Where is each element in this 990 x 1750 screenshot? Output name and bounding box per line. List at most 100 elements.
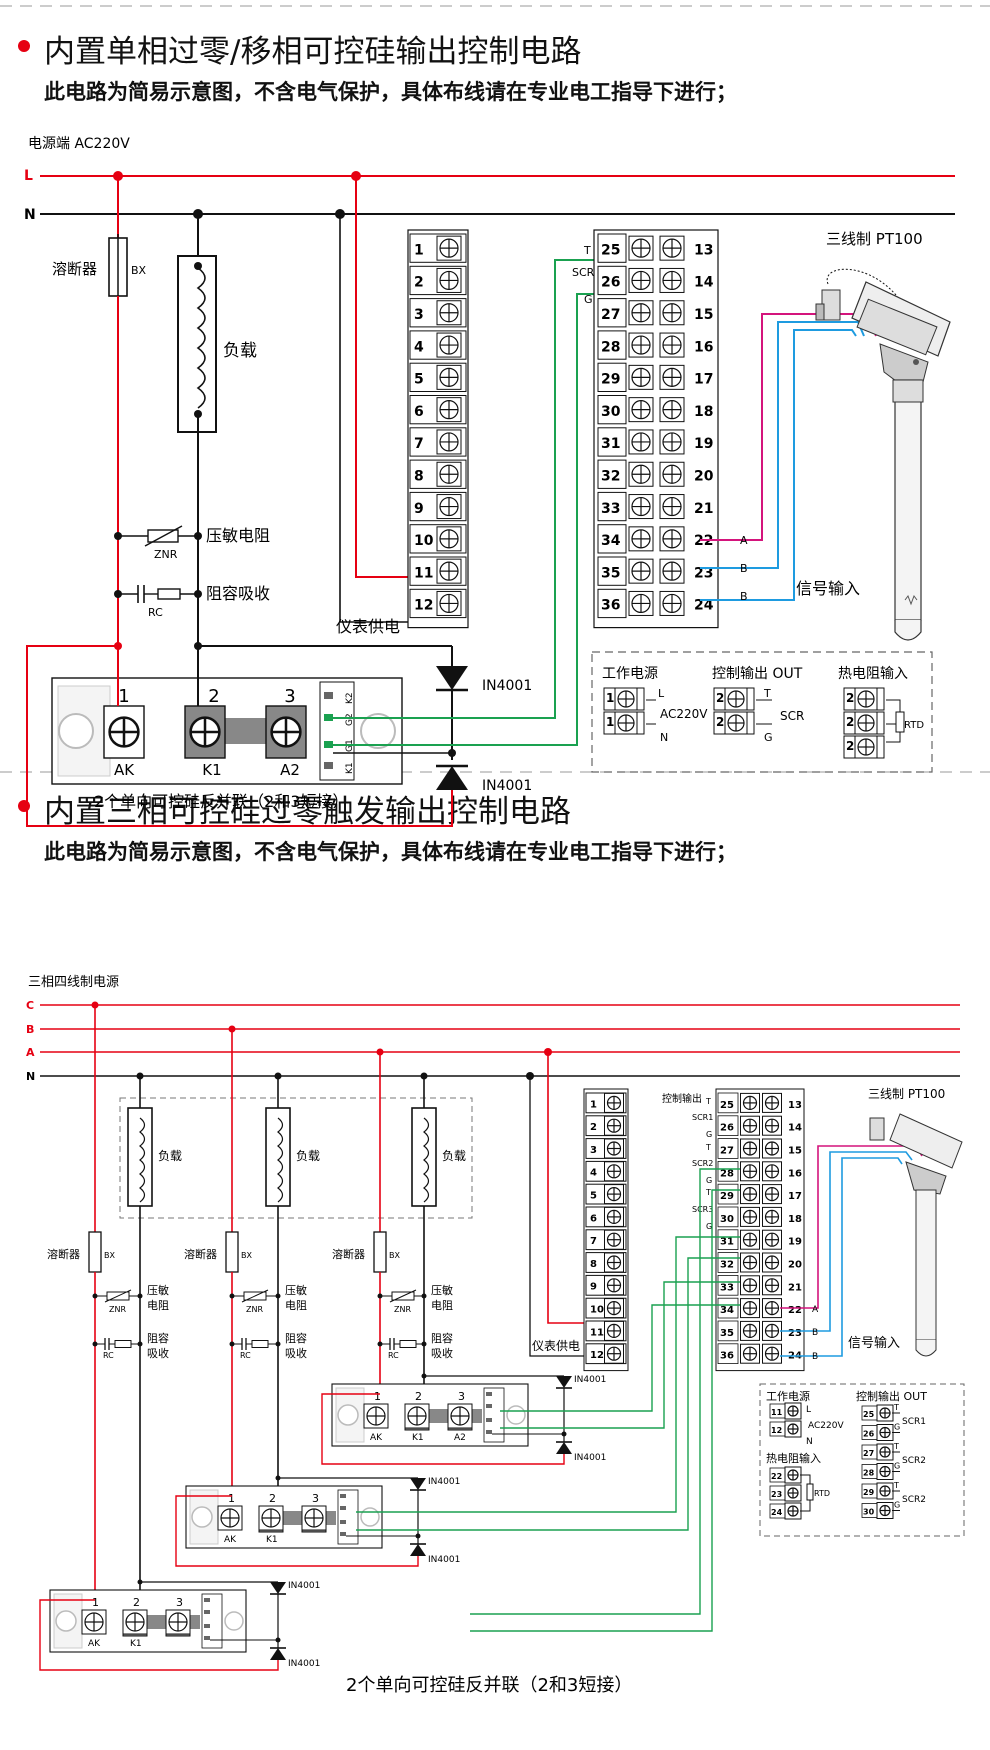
instrument-power-label-2: 仪表供电 [532, 1339, 580, 1353]
load-coil [139, 1117, 146, 1203]
terminal-cell: 4 [409, 330, 467, 360]
fuse-code: BX [131, 264, 147, 277]
terminal-number: 11 [590, 1327, 604, 1338]
legend-terminal: 28 [861, 1463, 894, 1480]
terminal-cell: 12 [409, 588, 467, 619]
screw-icon [217, 1505, 243, 1531]
terminal-number: 25 [601, 242, 620, 258]
terminal-number: 9 [414, 501, 424, 517]
screw-icon [628, 300, 654, 326]
legend-terminal: 11 [769, 1402, 802, 1420]
legend-out-name: SCR [780, 709, 804, 723]
screw-icon [740, 1229, 760, 1250]
pt100-label: 三线制 PT100 [826, 230, 923, 248]
terminal-number: 4 [414, 339, 424, 355]
tb-tag-t: T [583, 244, 591, 257]
svg-text:1: 1 [228, 1492, 235, 1505]
svg-text:溶断器: 溶断器 [47, 1247, 80, 1261]
svg-text:电阻: 电阻 [431, 1299, 453, 1312]
terminal-number: 36 [720, 1351, 734, 1362]
terminal-number: 34 [601, 533, 621, 549]
terminal-number: 3 [414, 307, 424, 323]
terminal-number: 33 [720, 1282, 734, 1293]
tb-tag: T [705, 1143, 711, 1152]
terminal-cell: 1 [585, 1092, 627, 1114]
screw-icon [659, 235, 685, 261]
svg-text:2: 2 [415, 1390, 422, 1403]
terminal-number: 33 [601, 501, 620, 517]
svg-text:压敏: 压敏 [285, 1283, 307, 1297]
rtd-tag-b2: B [740, 590, 748, 603]
screw-icon [740, 1298, 760, 1319]
screw-icon [659, 429, 685, 455]
svg-text:K1: K1 [412, 1433, 424, 1443]
screw-icon [614, 687, 638, 711]
diode [410, 1544, 426, 1556]
terminal-number: 2 [414, 275, 424, 291]
legend2-rtd-name: RTD [814, 1489, 830, 1498]
svg-text:AK: AK [224, 1535, 237, 1545]
terminal-cell: 1 [409, 233, 467, 263]
loads-dashed-box [119, 1097, 473, 1219]
gate-wire [500, 1281, 740, 1429]
section2-subtitle: 此电路为简易示意图，不含电气保护，具体布线请在专业电工指导下进行； [44, 840, 737, 864]
terminal-cell: 5 [409, 362, 467, 393]
terminal-number: 14 [694, 275, 714, 291]
terminal-number: 18 [694, 404, 713, 420]
screw-icon [436, 235, 462, 261]
svg-text:IN4001: IN4001 [574, 1453, 606, 1463]
svg-text:阻容: 阻容 [285, 1331, 307, 1345]
terminal-number: 23 [788, 1328, 802, 1339]
terminal-cell: 2 [585, 1115, 627, 1137]
line-c-label: C [26, 999, 34, 1012]
terminal-number: 23 [694, 565, 713, 581]
svg-text:BX: BX [241, 1251, 252, 1260]
screw-icon [628, 590, 654, 616]
legend-power-tag-n: N [660, 731, 668, 744]
rtd2-tag-a: A [812, 1305, 819, 1315]
legend-terminal: 29 [861, 1482, 894, 1500]
screw-icon [762, 1320, 782, 1341]
svg-text:A2: A2 [454, 1433, 466, 1443]
load-coil [196, 267, 206, 409]
svg-text:28: 28 [863, 1469, 875, 1478]
pt100-probe: 三线制 PT100 [815, 230, 951, 641]
svg-text:吸收: 吸收 [431, 1346, 453, 1360]
terminal-number: 25 [720, 1100, 734, 1111]
terminal-number: 8 [590, 1259, 597, 1270]
terminal-number: 7 [590, 1236, 597, 1247]
svg-text:1: 1 [374, 1390, 381, 1403]
screw-icon [628, 332, 654, 358]
terminal-cell: 10 [409, 524, 467, 554]
screw-icon [659, 558, 685, 584]
fuse [373, 1231, 387, 1273]
svg-text:RC: RC [388, 1351, 399, 1360]
svg-text:IN4001: IN4001 [288, 1581, 320, 1591]
load-coil [277, 1117, 284, 1203]
screw-icon [876, 1443, 894, 1461]
screw-icon [784, 1466, 802, 1484]
screw-icon [604, 1115, 624, 1136]
svg-text:压敏: 压敏 [431, 1283, 453, 1297]
legend-power-tag-l: L [658, 687, 665, 700]
svg-text:23: 23 [771, 1490, 782, 1499]
line-n-label: N [24, 207, 36, 223]
screw-icon [876, 1463, 894, 1480]
screw-icon [740, 1184, 760, 1205]
tb-tag: G [706, 1222, 712, 1231]
terminal-cell: 5 [585, 1183, 627, 1205]
legend-terminal: 12 [603, 711, 645, 735]
rc-code: RC [148, 606, 163, 619]
scr-term-1: 1 [118, 686, 129, 707]
terminal-number: 8 [414, 468, 424, 484]
screw-icon [659, 364, 685, 390]
terminal-number: 4 [590, 1168, 597, 1179]
svg-text:2: 2 [133, 1596, 140, 1609]
section1-subtitle: 此电路为简易示意图，不含电气保护，具体布线请在专业电工指导下进行； [44, 80, 737, 104]
terminal-number: 30 [601, 404, 621, 420]
diode-bottom-label: IN4001 [482, 778, 532, 794]
svg-text:29: 29 [863, 1488, 875, 1497]
section1-diagram: 电源端 AC220V L N 溶断器 BX 负载 ZNR 压敏电阻 [24, 136, 955, 827]
